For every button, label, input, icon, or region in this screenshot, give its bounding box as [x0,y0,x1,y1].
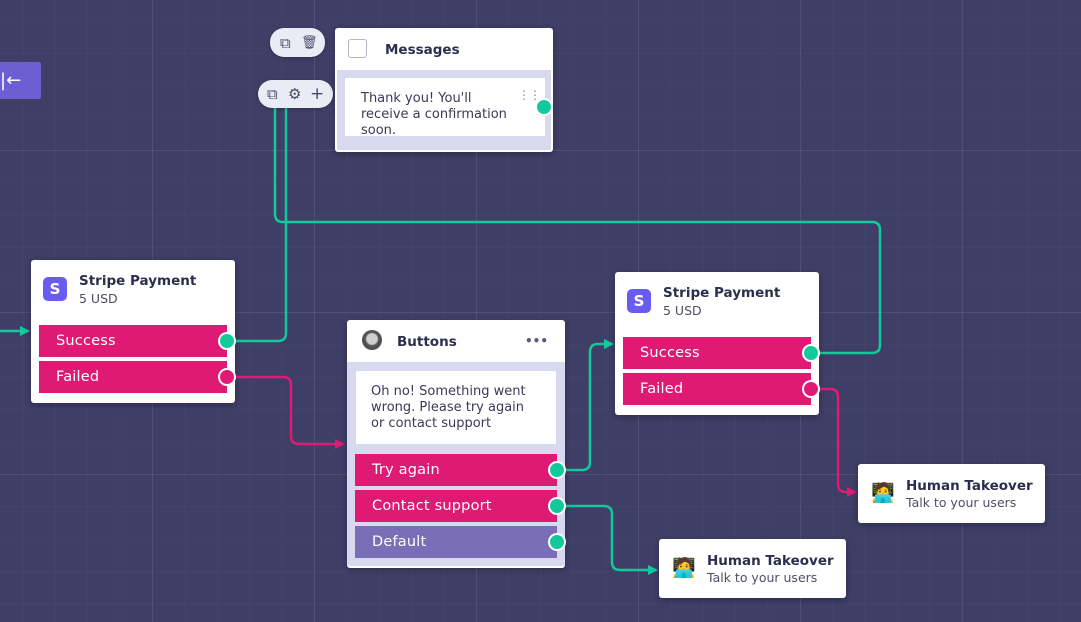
failed-port[interactable] [218,368,236,386]
stripe-title: Stripe Payment [663,285,781,301]
human-takeover-node-2[interactable]: 🧑‍💻 Human Takeover Talk to your users [659,539,846,598]
human-takeover-node[interactable]: 🧑‍💻 Human Takeover Talk to your users [858,464,1045,523]
buttons-title: Buttons [397,334,457,350]
wire-stripe2-failed-to-takeover [815,387,857,497]
back-button[interactable]: |← [0,62,41,99]
stripe-icon: S [627,289,651,313]
drag-handle-icon[interactable]: ⋮⋮ [518,88,541,102]
takeover-title: Human Takeover [707,553,834,569]
copy-icon[interactable]: ⧉ [280,33,291,52]
stripe-payment-node[interactable]: S Stripe Payment 5 USD Success Failed [31,260,236,403]
wire-stripe2-success-to-messages [273,106,882,355]
buttons-message-bubble[interactable]: Oh no! Something went wrong. Please try … [356,371,556,444]
wire-failed-to-buttons [233,375,345,449]
success-port[interactable] [802,344,820,362]
try-again-port[interactable] [548,461,566,479]
takeover-subtitle: Talk to your users [906,495,1017,510]
more-options-icon[interactable]: ••• [525,334,549,348]
stripe-icon: S [43,277,67,301]
contact-support-port[interactable] [548,497,566,515]
messages-node[interactable]: Messages Thank you! You'll receive a con… [335,28,553,152]
gear-icon[interactable]: ⚙ [288,85,302,103]
node-toolbar-bottom: ⧉ ⚙ + [258,80,333,108]
takeover-subtitle: Talk to your users [707,570,818,585]
messages-body: Thank you! You'll receive a confirmation… [337,70,553,150]
wire-try-again-to-stripe [562,339,614,472]
messages-title: Messages [385,42,460,58]
default-label: Default [372,534,427,550]
select-checkbox[interactable] [348,39,367,58]
success-output[interactable]: Success [623,337,820,369]
try-again-button[interactable]: Try again [355,454,566,486]
stripe-amount: 5 USD [663,303,702,318]
buttons-node[interactable]: Buttons ••• Oh no! Something went wrong.… [347,320,566,568]
arrow-left-icon: |← [0,70,22,91]
technologist-icon: 🧑‍💻 [871,482,895,504]
message-output-port[interactable] [535,98,553,116]
success-label: Success [640,345,700,361]
wire-contact-to-takeover [562,504,658,575]
default-button[interactable]: Default [355,526,566,558]
contact-support-label: Contact support [372,498,492,514]
technologist-icon: 🧑‍💻 [672,557,696,579]
failed-output[interactable]: Failed [623,373,820,405]
message-bubble[interactable]: Thank you! You'll receive a confirmation… [345,78,553,138]
node-toolbar-top: ⧉ 🗑 [270,28,325,57]
success-output[interactable]: Success [39,325,236,357]
plus-icon[interactable]: + [310,84,325,104]
failed-output[interactable]: Failed [39,361,236,393]
failed-label: Failed [56,369,100,385]
success-label: Success [56,333,116,349]
failed-label: Failed [640,381,684,397]
wire-success-to-messages [233,106,288,343]
takeover-title: Human Takeover [906,478,1033,494]
stripe-amount: 5 USD [79,291,118,306]
stripe-title: Stripe Payment [79,273,197,289]
copy-icon[interactable]: ⧉ [267,85,278,103]
buttons-message-text: Oh no! Something went wrong. Please try … [371,384,526,431]
success-port[interactable] [218,332,236,350]
contact-support-button[interactable]: Contact support [355,490,566,522]
stripe-payment-node-2[interactable]: S Stripe Payment 5 USD Success Failed [615,272,820,415]
failed-port[interactable] [802,380,820,398]
try-again-label: Try again [372,462,440,478]
message-text: Thank you! You'll receive a confirmation… [361,91,507,138]
default-port[interactable] [548,533,566,551]
trash-icon[interactable]: 🗑 [301,35,318,50]
buttons-node-icon [362,330,382,350]
